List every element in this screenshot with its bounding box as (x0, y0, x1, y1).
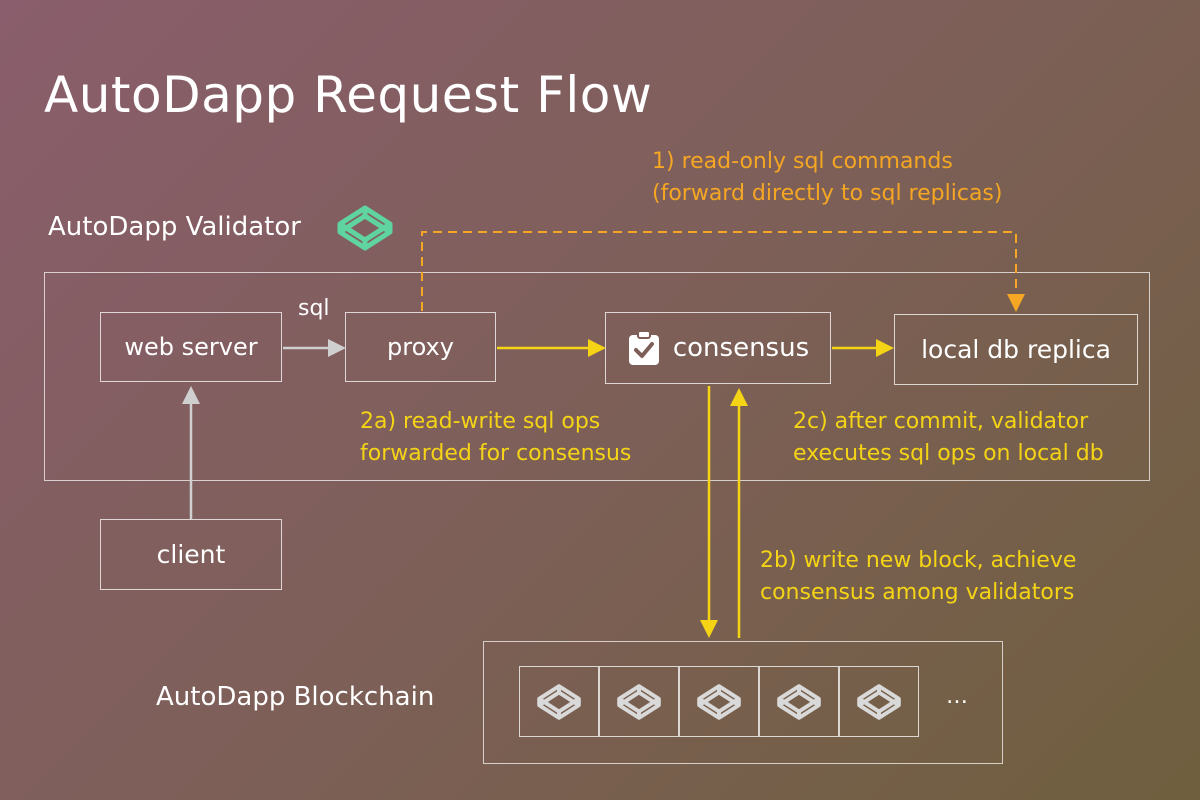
sql-edge-label: sql (298, 296, 330, 321)
blockchain-ellipsis: … (946, 684, 968, 709)
codepen-logo-icon (697, 683, 741, 720)
codepen-logo-icon (617, 683, 661, 720)
note-write-block: 2b) write new block, achieve consensus a… (760, 545, 1076, 609)
note-read-write-line1: 2a) read-write sql ops (360, 409, 601, 434)
note-write-block-line1: 2b) write new block, achieve (760, 548, 1077, 573)
proxy-label: proxy (387, 333, 454, 361)
note-read-only-line2: (forward directly to sql replicas) (652, 181, 1003, 206)
block-1 (519, 666, 599, 737)
validator-label: AutoDapp Validator (48, 212, 301, 242)
note-after-commit-line2: executes sql ops on local db (793, 441, 1104, 466)
clipboard-check-icon (628, 330, 659, 365)
blockchain-container (483, 641, 1003, 764)
note-read-write: 2a) read-write sql ops forwarded for con… (360, 406, 631, 470)
note-read-write-line2: forwarded for consensus (360, 441, 632, 466)
note-after-commit-line1: 2c) after commit, validator (793, 409, 1089, 434)
note-write-block-line2: consensus among validators (760, 580, 1075, 605)
page-title: AutoDapp Request Flow (44, 66, 653, 124)
codepen-logo-icon (857, 683, 901, 720)
block-5 (839, 666, 919, 737)
consensus-label: consensus (672, 333, 810, 363)
client-label: client (156, 540, 226, 569)
block-3 (679, 666, 759, 737)
blockchain-label: AutoDapp Blockchain (156, 682, 435, 712)
local-db-box: local db replica (894, 314, 1138, 385)
proxy-box: proxy (345, 312, 496, 382)
codepen-logo-icon (777, 683, 821, 720)
codepen-logo-icon (337, 205, 393, 251)
client-box: client (100, 519, 282, 590)
block-2 (599, 666, 679, 737)
note-after-commit: 2c) after commit, validator executes sql… (793, 406, 1104, 470)
local-db-label: local db replica (921, 335, 1111, 364)
web-server-label: web server (124, 333, 258, 361)
block-4 (759, 666, 839, 737)
codepen-logo-icon (537, 683, 581, 720)
arrow-head-to-blockchain (700, 620, 718, 638)
consensus-box: consensus (605, 312, 831, 384)
web-server-box: web server (100, 312, 282, 382)
note-read-only: 1) read-only sql commands (forward direc… (652, 146, 1002, 210)
note-read-only-line1: 1) read-only sql commands (652, 149, 953, 174)
